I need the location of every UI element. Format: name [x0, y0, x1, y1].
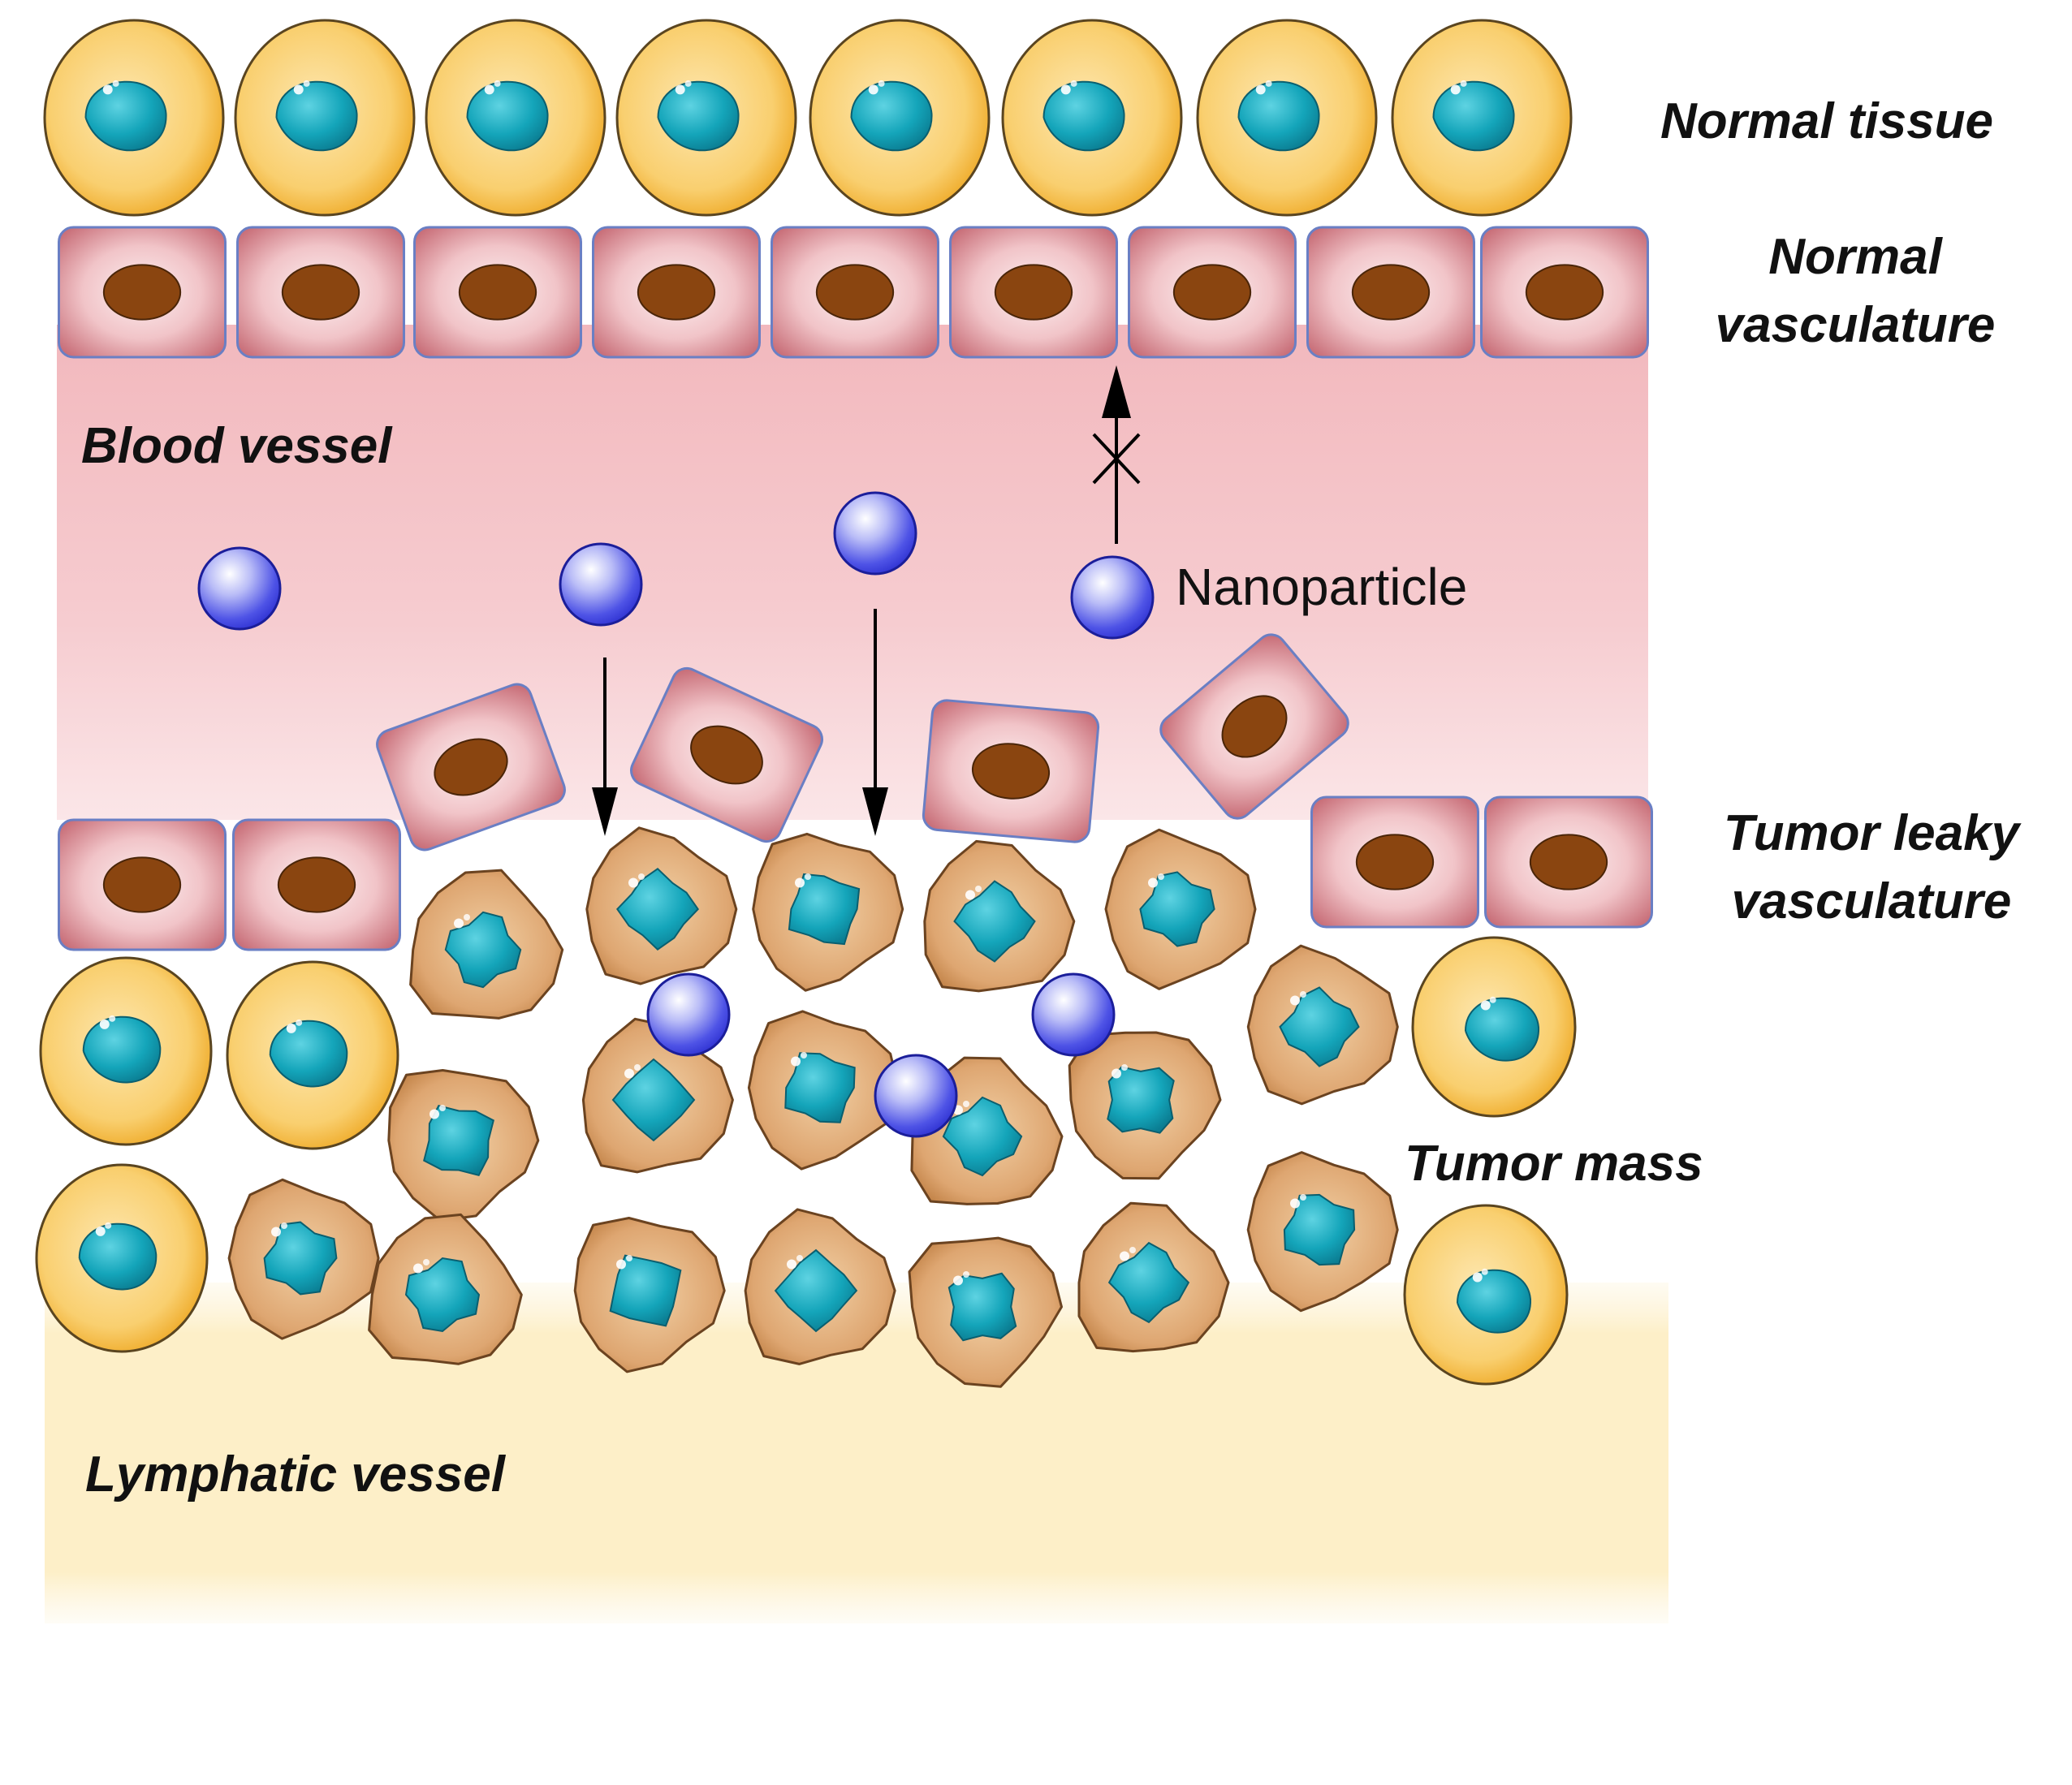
- endothelial-cell-icon: [413, 226, 582, 359]
- normal-cell-icon: [809, 19, 991, 217]
- normal-cell-icon: [1196, 19, 1378, 217]
- normal-cell-icon: [226, 960, 399, 1150]
- normal-cell-icon: [1391, 19, 1573, 217]
- label-lymphatic-vessel: Lymphatic vessel: [85, 1447, 505, 1503]
- tumor-cell-icon: [585, 826, 738, 985]
- endothelial-cell-icon: [1306, 226, 1475, 359]
- tumor-cell-icon: [1104, 828, 1257, 990]
- endothelial-cell-icon: [630, 666, 823, 843]
- tumor-cell-icon: [1068, 1031, 1222, 1180]
- tumor-cell-icon: [227, 1178, 380, 1340]
- nanoparticle-icon: [833, 491, 917, 576]
- normal-cell-icon: [1001, 19, 1183, 217]
- normal-cell-icon: [234, 19, 416, 217]
- normal-cell-icon: [1403, 1204, 1569, 1386]
- endothelial-cell-icon: [1310, 795, 1479, 929]
- label-blood-vessel: Blood vessel: [81, 418, 392, 474]
- tumor-cell-icon: [1246, 1151, 1399, 1313]
- endothelial-cell-icon: [58, 226, 227, 359]
- normal-cell-icon: [35, 1163, 209, 1353]
- label-tumor-leaky-vasculature: Tumor leaky vasculature: [1681, 800, 2062, 937]
- endothelial-cell-icon: [1128, 226, 1297, 359]
- nanoparticle-icon: [559, 542, 643, 627]
- tumor-cell-icon: [1246, 944, 1399, 1106]
- tumor-cell-icon: [573, 1217, 726, 1373]
- tumor-cell-icon: [1077, 1201, 1230, 1353]
- label-normal-vasculature-line2: vasculature: [1715, 297, 1996, 354]
- endothelial-cell-icon: [1480, 226, 1649, 359]
- normal-cell-icon: [43, 19, 225, 217]
- tumor-cell-icon: [581, 1017, 734, 1174]
- endothelial-cell-icon: [771, 226, 939, 359]
- endothelial-cell-icon: [592, 226, 761, 359]
- arrow-down-icon: [862, 609, 888, 836]
- normal-cell-icon: [1411, 936, 1577, 1118]
- label-tumor-leaky-line2: vasculature: [1731, 873, 2012, 930]
- endothelial-cell-icon: [922, 699, 1100, 843]
- endothelial-cell-icon: [949, 226, 1118, 359]
- normal-cell-icon: [39, 956, 213, 1146]
- arrow-down-icon: [592, 658, 618, 836]
- nanoparticle-icon: [646, 972, 731, 1057]
- normal-cell-icon: [425, 19, 606, 217]
- nanoparticle-icon: [197, 546, 282, 631]
- blocked-arrow-icon: [1092, 365, 1141, 544]
- endothelial-cell-icon: [1159, 633, 1349, 820]
- endothelial-cell-icon: [58, 818, 227, 951]
- tumor-cell-icon: [387, 1069, 540, 1222]
- tumor-cell-icon: [908, 1236, 1063, 1388]
- tumor-cell-icon: [923, 839, 1076, 993]
- nanoparticle-icon: [1031, 972, 1116, 1057]
- endothelial-cell-icon: [232, 818, 401, 951]
- blood-vessel-region: [57, 325, 1648, 820]
- label-normal-vasculature: Normal vasculature: [1664, 223, 2046, 360]
- nanoparticle-icon: [1070, 555, 1155, 640]
- tumor-cell-icon: [747, 1010, 900, 1171]
- endothelial-cell-icon: [376, 683, 566, 852]
- tumor-cell-icon: [368, 1213, 523, 1365]
- nanoparticle-icon: [874, 1054, 958, 1138]
- label-nanoparticle: Nanoparticle: [1176, 558, 1468, 616]
- endothelial-cell-icon: [236, 226, 405, 359]
- label-tumor-mass: Tumor mass: [1405, 1136, 1703, 1192]
- tumor-cell-icon: [409, 869, 564, 1020]
- normal-cell-icon: [615, 19, 797, 217]
- label-normal-vasculature-line1: Normal: [1768, 229, 1942, 285]
- label-normal-tissue: Normal tissue: [1660, 93, 1994, 149]
- tumor-cell-icon: [752, 832, 904, 992]
- endothelial-cell-icon: [1484, 795, 1653, 929]
- tumor-cell-icon: [744, 1208, 896, 1365]
- label-tumor-leaky-line1: Tumor leaky: [1723, 805, 2020, 861]
